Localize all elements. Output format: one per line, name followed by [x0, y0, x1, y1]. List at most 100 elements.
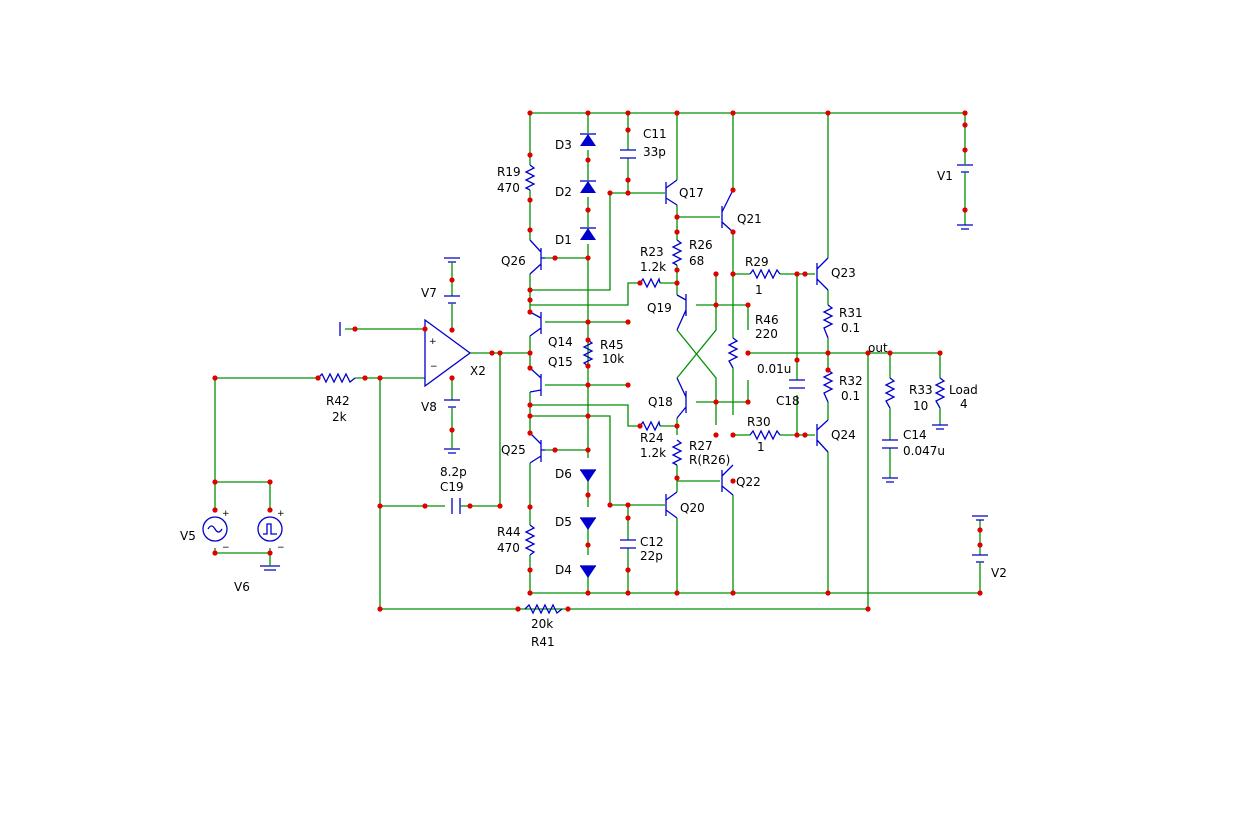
- node-dot: [212, 507, 218, 513]
- node-dot: [585, 157, 591, 163]
- node-dot: [565, 606, 571, 612]
- labels: D3 D2 D1 D6 D5 D4 C11 33p C12 22p 0.01u …: [180, 127, 1007, 649]
- node-dot: [625, 590, 631, 596]
- node-dot: [802, 271, 808, 277]
- label-D6: D6: [555, 467, 572, 481]
- node-dot: [825, 350, 831, 356]
- node-dot: [825, 590, 831, 596]
- node-dot: [730, 229, 736, 235]
- node-dot: [212, 479, 218, 485]
- node-dot: [527, 110, 533, 116]
- node-dot: [937, 350, 943, 356]
- node-dot: [802, 432, 808, 438]
- node-dot: [745, 302, 751, 308]
- ground-symbols: [260, 224, 988, 571]
- wires: [214, 112, 981, 610]
- node-dot: [977, 542, 983, 548]
- node-dot: [625, 110, 631, 116]
- diode-D6: [580, 469, 596, 482]
- label-Q14: Q14: [548, 335, 573, 349]
- node-dot: [585, 590, 591, 596]
- node-dot: [674, 590, 680, 596]
- node-dot: [607, 502, 613, 508]
- label-V8: V8: [421, 400, 437, 414]
- capacitor-C19: [451, 498, 461, 514]
- node-dot: [585, 255, 591, 261]
- node-dot: [794, 357, 800, 363]
- node-dot: [585, 413, 591, 419]
- label-Load: Load: [949, 383, 978, 397]
- node-dot: [674, 423, 680, 429]
- value-C18: 0.01u: [757, 362, 791, 376]
- node-dot: [527, 365, 533, 371]
- label-D1: D1: [555, 233, 572, 247]
- value-C14: 0.047u: [903, 444, 945, 458]
- value-R19: 470: [497, 181, 520, 195]
- label-X2: X2: [470, 364, 486, 378]
- node-dot: [585, 319, 591, 325]
- capacitor-C12: [620, 539, 636, 549]
- node-dot: [527, 504, 533, 510]
- label-Q21: Q21: [737, 212, 762, 226]
- label-D4: D4: [555, 563, 572, 577]
- label-Q25: Q25: [501, 443, 526, 457]
- node-dot: [377, 606, 383, 612]
- resistor-R23: [639, 277, 661, 289]
- label-Q26: Q26: [501, 254, 526, 268]
- transistor-Q25: [529, 432, 545, 464]
- node-dot: [962, 207, 968, 213]
- node-dot: [625, 515, 631, 521]
- transistor-Q24: [816, 419, 829, 453]
- opamp-X2: + −: [424, 318, 472, 388]
- node-dot: [449, 327, 455, 333]
- node-dot: [674, 475, 680, 481]
- ground-icon: [957, 224, 973, 230]
- resistor-R26: [671, 239, 683, 266]
- label-C19: C19: [440, 480, 464, 494]
- node-dot: [377, 375, 383, 381]
- node-dot: [730, 110, 736, 116]
- node-dot: [449, 375, 455, 381]
- node-dot: [865, 606, 871, 612]
- battery-V7: [444, 295, 460, 310]
- node-dot: [794, 432, 800, 438]
- value-C19: 8.2p: [440, 465, 467, 479]
- transistor-Q26: [529, 239, 545, 275]
- label-V2: V2: [991, 566, 1007, 580]
- label-R41: R41: [531, 635, 555, 649]
- node-dot: [527, 567, 533, 573]
- label-Q20: Q20: [680, 501, 705, 515]
- transistor-Q23: [816, 257, 829, 291]
- node-dot: [625, 190, 631, 196]
- node-dot: [745, 350, 751, 356]
- svg-text:+: +: [429, 337, 437, 347]
- resistor-R33: [884, 377, 896, 409]
- source-V5: + −: [202, 509, 230, 553]
- node-dot: [527, 590, 533, 596]
- node-dot: [585, 337, 591, 343]
- node-dot: [377, 503, 383, 509]
- label-C14: C14: [903, 428, 927, 442]
- node-dot: [552, 447, 558, 453]
- value-R24: 1.2k: [640, 446, 666, 460]
- node-dot: [362, 375, 368, 381]
- transistor-Q19: [676, 294, 687, 331]
- transistor-Q14: [529, 311, 542, 337]
- node-dot: [977, 590, 983, 596]
- node-dot: [352, 326, 358, 332]
- node-dot: [527, 309, 533, 315]
- svg-text:+: +: [222, 509, 230, 519]
- label-R30: R30: [747, 415, 771, 429]
- node-dot: [585, 110, 591, 116]
- node-dot: [527, 402, 533, 408]
- capacitor-C14: [882, 439, 898, 449]
- node-dot: [637, 280, 643, 286]
- components: + − + − + −: [202, 133, 988, 615]
- capacitor-C11: [620, 149, 636, 159]
- node-dot: [527, 430, 533, 436]
- transistor-Q17: [665, 179, 678, 206]
- resistor-R27: [671, 439, 683, 466]
- transistor-Q22: [721, 464, 734, 496]
- node-dot: [422, 326, 428, 332]
- node-dot: [713, 271, 719, 277]
